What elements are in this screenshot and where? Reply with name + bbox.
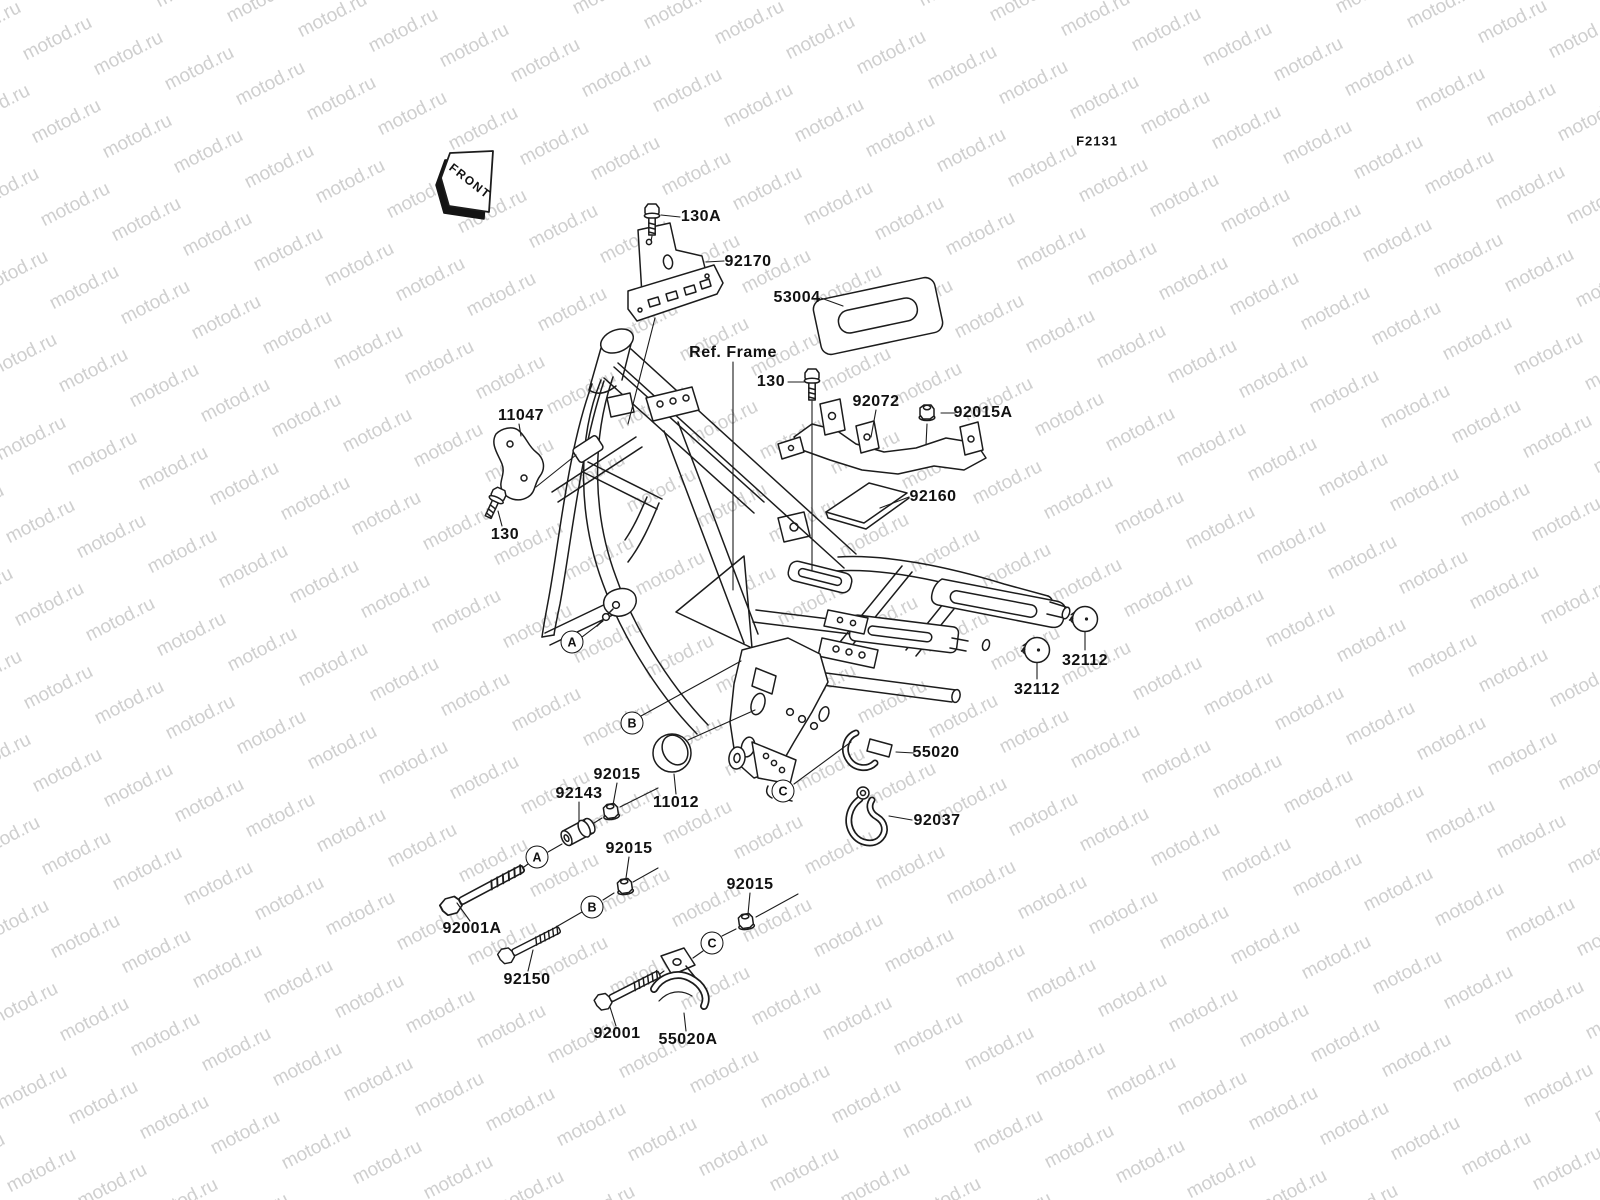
bolt-92001a-icon [437,858,529,920]
part-label-92037: 92037 [913,812,961,829]
part-11012-cap [652,733,692,773]
frame-pivot-section [728,637,830,802]
marker-frame-b: B [620,711,644,735]
part-label-92001a: 92001A [442,920,502,937]
front-arrow-icon [435,150,494,220]
bolt-130-left-icon [480,484,509,521]
part-label-130-top: 130 [756,373,786,390]
part-label-130-left: 130 [490,526,520,543]
bolt-130-top-icon [803,368,821,401]
part-55020-clamp [842,729,893,771]
part-92072-bracket [777,398,987,475]
marker-frame-c: C [771,779,795,803]
part-label-92015-a: 92015 [593,766,641,783]
marker-chain-b: B [580,895,604,919]
nut-92015-b-icon [615,877,635,897]
ref-frame-label: Ref. Frame [689,344,777,361]
part-label-92015-c: 92015 [726,876,774,893]
part-label-92015-b: 92015 [605,840,653,857]
part-label-92143: 92143 [555,785,603,802]
marker-chain-a: A [525,845,549,869]
figure-code: F2131 [1076,133,1118,149]
part-label-92001: 92001 [593,1025,641,1042]
damper-32112-lower-icon [1020,636,1051,664]
part-92143-bushing [560,817,596,847]
frame-rear-section [737,511,1071,704]
bolt-92150-icon [495,920,564,967]
part-label-92150: 92150 [503,971,551,988]
leader-lines [456,214,1086,1032]
part-92170-bracket [627,222,724,322]
part-label-55020a: 55020A [658,1031,718,1048]
part-92037-hook [845,786,888,847]
part-label-55020: 55020 [912,744,960,761]
part-label-11047: 11047 [497,407,545,424]
part-label-32112-lower: 32112 [1013,681,1061,698]
nut-92015-c-icon [736,912,756,932]
part-label-92072: 92072 [852,393,900,410]
marker-chain-c: C [700,931,724,955]
damper-32112-upper-icon [1068,605,1099,633]
part-92160-pad [825,482,910,530]
part-label-32112-upper: 32112 [1061,652,1109,669]
part-53004-plate [812,276,944,356]
part-label-92170: 92170 [724,253,772,270]
assembly-axis-lines [523,787,799,975]
part-label-92015a: 92015A [953,404,1013,421]
nut-92015a-icon [918,404,936,422]
nut-92015-a-icon [601,802,621,822]
frame-main-section [541,328,857,735]
part-55020a-clamp [650,947,710,1010]
part-label-53004: 53004 [773,289,821,306]
part-label-11012: 11012 [652,794,700,811]
part-label-92160: 92160 [909,488,957,505]
marker-frame-a: A [560,630,584,654]
part-label-130a: 130A [680,208,722,225]
